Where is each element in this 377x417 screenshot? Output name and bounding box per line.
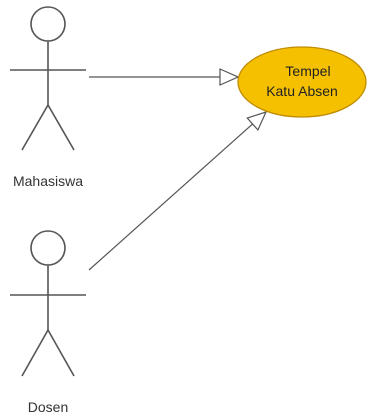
use-case-ellipse — [237, 46, 367, 118]
use-case-label-line1: Tempel — [285, 63, 330, 79]
actor-mahasiswa-head — [30, 6, 66, 42]
actor-dosen-label: Dosen — [28, 399, 68, 415]
association-dosen-line — [88, 112, 266, 271]
actor-dosen-head — [30, 230, 66, 266]
actor-dosen[interactable] — [10, 230, 86, 377]
actor-mahasiswa[interactable] — [10, 6, 86, 151]
actor-mahasiswa-label: Mahasiswa — [13, 173, 83, 189]
use-case-label-line2: Katu Absen — [266, 83, 338, 99]
use-case-tempel-katu-absen[interactable]: Tempel Katu Absen — [237, 46, 367, 118]
